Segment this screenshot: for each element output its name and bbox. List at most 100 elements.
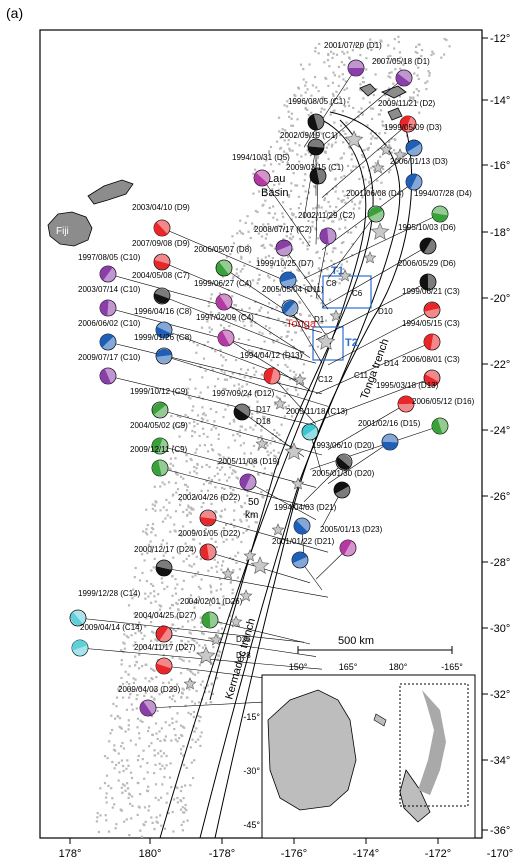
seismicity-dot — [382, 168, 385, 171]
seismicity-dot — [229, 253, 232, 256]
seismicity-dot — [110, 787, 113, 790]
inset-lon-label: 150° — [289, 662, 308, 672]
seismicity-dot — [342, 152, 346, 155]
seismicity-dot — [364, 188, 367, 191]
seismicity-dot — [180, 658, 183, 661]
seismicity-dot — [175, 491, 178, 494]
seismicity-dot — [132, 681, 135, 684]
seismicity-dot — [245, 463, 248, 466]
seismicity-dot — [424, 81, 427, 85]
seismicity-dot — [165, 509, 168, 512]
seismicity-dot — [183, 646, 186, 650]
seismicity-dot — [191, 435, 194, 438]
seismicity-dot — [233, 384, 236, 387]
event-label: 2004/05/02 (C9) — [130, 421, 188, 430]
seismicity-dot — [278, 163, 281, 166]
seismicity-dot — [150, 695, 153, 698]
leader-line — [163, 355, 329, 407]
seismicity-dot — [209, 584, 212, 587]
seismicity-dot — [192, 776, 195, 780]
seismicity-dot — [285, 230, 289, 233]
seismicity-dot — [350, 231, 353, 234]
seismicity-dot — [195, 472, 198, 475]
seismicity-dot — [300, 94, 303, 97]
seismicity-dot — [118, 771, 121, 774]
seismicity-dot — [306, 108, 309, 111]
seismicity-dot — [207, 305, 210, 308]
seismicity-dot — [266, 444, 269, 447]
event-label: 2007/09/08 (D9) — [132, 239, 190, 248]
seismicity-dot — [239, 270, 242, 273]
seismicity-dot — [309, 215, 312, 218]
seismicity-dot — [212, 449, 215, 452]
seismicity-dot — [280, 154, 283, 157]
seismicity-dot — [334, 141, 337, 144]
seismicity-dot — [215, 511, 218, 514]
event-label: 2004/05/08 (C7) — [132, 271, 190, 280]
seismicity-dot — [234, 501, 237, 504]
seismicity-dot — [180, 533, 183, 536]
seismicity-dot — [210, 566, 213, 569]
seismicity-dot — [337, 65, 340, 69]
seismicity-dot — [202, 432, 205, 435]
seismicity-dot — [316, 213, 320, 216]
seismicity-dot — [283, 222, 286, 225]
seismicity-dot — [302, 185, 305, 188]
seismicity-dot — [205, 463, 208, 467]
lat-tick-label: -14° — [490, 95, 510, 107]
seismicity-dot — [204, 414, 207, 417]
seismicity-dot — [240, 520, 243, 523]
seismicity-dot — [156, 611, 159, 614]
seismicity-dot — [246, 317, 249, 320]
seismicity-dot — [122, 783, 125, 786]
seismicity-dot — [306, 88, 309, 91]
seismicity-dot — [186, 485, 189, 488]
seismicity-dot — [210, 537, 213, 540]
seismicity-dot — [310, 295, 313, 298]
seismicity-dot — [182, 579, 185, 582]
seismicity-dot — [153, 754, 156, 757]
seismicity-dot — [174, 629, 177, 633]
seismicity-dot — [134, 566, 137, 570]
seismicity-dot — [390, 137, 393, 140]
seismicity-dot — [346, 51, 349, 54]
seismicity-dot — [135, 698, 138, 701]
seismicity-dot — [189, 594, 193, 597]
seismicity-dot — [143, 777, 146, 780]
leader-line — [327, 147, 415, 220]
seismicity-dot — [274, 212, 277, 215]
seismicity-dot — [333, 99, 336, 102]
seismicity-dot — [151, 522, 155, 526]
seismicity-dot — [417, 57, 420, 60]
seismicity-dot — [149, 592, 152, 595]
inset-lon-label: 180° — [389, 662, 408, 672]
seismicity-dot — [123, 784, 126, 787]
seismicity-dot — [394, 68, 397, 71]
seismicity-dot — [270, 244, 273, 247]
seismicity-dot — [123, 647, 126, 650]
seismicity-dot — [283, 394, 286, 397]
seismicity-dot — [183, 807, 187, 810]
seismicity-dot — [290, 338, 293, 341]
seismicity-dot — [112, 748, 116, 751]
seismicity-dot — [154, 638, 157, 641]
seismicity-dot — [233, 439, 237, 442]
seismicity-dot — [143, 559, 146, 562]
seismicity-dot — [132, 644, 135, 647]
seismicity-dot — [99, 814, 102, 817]
seismicity-dot — [297, 269, 300, 272]
t2-box — [312, 326, 344, 361]
leader-line — [209, 619, 311, 645]
seismicity-dot — [327, 84, 330, 87]
seismicity-dot — [218, 478, 221, 481]
seismicity-dot — [286, 334, 289, 338]
seismicity-dot — [246, 215, 249, 218]
seismicity-dot — [334, 190, 337, 193]
seismicity-dot — [126, 759, 129, 762]
seismicity-dot — [174, 616, 177, 619]
seismicity-dot — [286, 388, 289, 391]
seismicity-dot — [275, 395, 278, 398]
seismicity-dot — [193, 465, 196, 469]
seismicity-dot — [276, 339, 279, 342]
seismicity-dot — [204, 527, 207, 530]
